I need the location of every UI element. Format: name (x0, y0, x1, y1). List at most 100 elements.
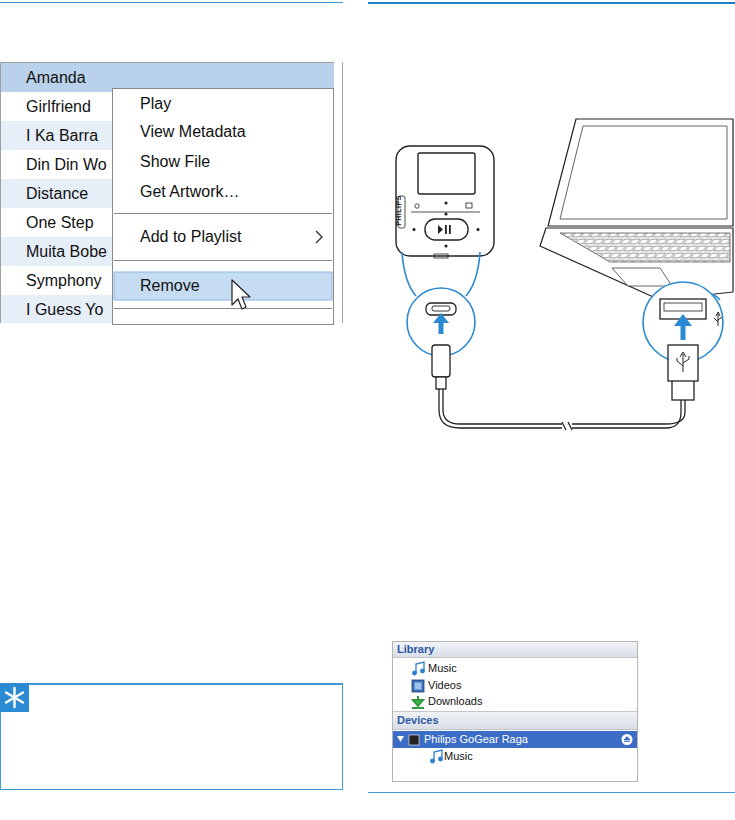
song-list-screenshot: AmandaGirlfriend I Ka BarraDin Din Wo Dist… (0, 62, 343, 323)
library-panel-part (393, 731, 637, 748)
usb-cable-part (562, 422, 572, 430)
song-list-screenshot-text: Amanda (26, 68, 86, 87)
context-menu-text: Play (140, 94, 171, 113)
rule-lines-part (0, 2, 343, 3)
library-panel-part (393, 712, 637, 729)
context-menu-text: Show File (140, 152, 210, 171)
zoom-device-port (402, 252, 480, 356)
song-list-screenshot-text: Distance (26, 184, 88, 203)
brand-label: PHILIPS (394, 195, 403, 226)
context-menu-part (114, 260, 332, 261)
context-menu-part (113, 89, 334, 325)
zoom-device-port-part (432, 306, 450, 311)
library-panel-text: Downloads (428, 695, 482, 708)
song-list-screenshot-text: I Ka Barra (26, 126, 98, 145)
library-icons (397, 662, 633, 763)
library-panel-part (393, 711, 637, 712)
context-menu-part (334, 62, 343, 323)
song-list-rows-part (1, 63, 342, 92)
context-menu-text: Get Artwork… (140, 182, 240, 201)
rule-lines-part (368, 2, 735, 4)
context-menu-part (342, 62, 343, 323)
laptop-part (612, 268, 672, 286)
laptop-part (560, 233, 730, 262)
usb-cable-part-part (680, 352, 686, 357)
usb-cable-part (677, 352, 689, 372)
library-icons-part (412, 680, 424, 692)
song-list-screenshot-text: One Step (26, 213, 94, 232)
zoom-laptop-port-part (681, 324, 686, 340)
tip-box-part (0, 683, 29, 712)
player-device (396, 146, 494, 258)
library-icons-part-part (413, 671, 417, 675)
usb-cable-part (443, 389, 562, 424)
library-panel-text: Videos (428, 679, 461, 692)
player-device-part (445, 245, 447, 247)
library-icons-part (413, 696, 423, 706)
library-panel-text: Music (428, 662, 457, 675)
tip-box-part-part (6, 693, 23, 703)
zoom-laptop-port-part-part (716, 312, 720, 316)
library-panel-part (393, 729, 637, 730)
tip-box-part-part (6, 693, 23, 703)
library-panel-text: Devices (397, 714, 439, 727)
zoom-device-port-part (402, 252, 416, 296)
player-device-part (445, 225, 447, 234)
song-list-screenshot-text: I Guess Yo (26, 300, 103, 319)
song-list-screenshot-text: Din Din Wo (26, 155, 107, 174)
library-panel: LibraryMusicVideosDownloadsDevicesPhilip… (392, 641, 638, 782)
context-menu-part (114, 213, 332, 214)
usb-cable-part-part (683, 356, 689, 363)
player-device-part (434, 254, 448, 258)
player-device-part (396, 146, 494, 256)
library-icons-part-part (431, 759, 435, 763)
zoom-laptop-port-part (714, 312, 722, 326)
player-device-part (438, 225, 443, 234)
laptop (540, 119, 733, 300)
player-device-part (445, 202, 447, 204)
song-list-screenshot-text: Symphony (26, 271, 102, 290)
context-menu-text: View Metadata (140, 122, 246, 141)
player-device-part (415, 204, 419, 208)
usb-cable-part (572, 400, 685, 424)
library-icons-part (624, 737, 630, 742)
library-panel-text: Library (397, 643, 434, 656)
player-device-part (449, 225, 451, 234)
zoom-laptop-port-part (674, 314, 692, 326)
library-icons-part (409, 735, 419, 745)
usb-cable-part-part (677, 358, 683, 366)
library-panel-part (393, 642, 637, 657)
player-device-part (425, 219, 468, 240)
player-device-part (418, 153, 475, 194)
player-device-part (445, 213, 447, 215)
library-icons-part (622, 734, 633, 745)
library-panel-part (393, 642, 638, 782)
zoom-device-port-part (439, 322, 444, 334)
zoom-laptop-port-part (664, 303, 702, 311)
context-menu (113, 62, 344, 325)
rule-lines (0, 3, 735, 793)
context-menu-part (316, 231, 322, 243)
zoom-laptop-port-part-part (718, 317, 722, 320)
usb-cable-part (672, 380, 694, 400)
tip-box-part (0, 683, 343, 685)
context-menu-part (114, 308, 332, 309)
laptop-part (548, 119, 733, 226)
tip-box-part (6, 688, 23, 707)
library-icons-part (397, 736, 404, 742)
library-icons-part-part (421, 669, 425, 673)
laptop-part (560, 126, 727, 219)
library-panel (393, 642, 638, 782)
library-icons-part (413, 662, 443, 763)
usb-cable-part (668, 345, 698, 381)
player-device-part (413, 229, 415, 231)
player-device-part (411, 212, 480, 213)
library-panel-text: Music (444, 750, 473, 763)
rule-lines-part (368, 792, 735, 793)
song-list-screenshot-text: Girlfriend (26, 97, 91, 116)
zoom-device-port-part (433, 313, 449, 323)
library-icons-part (415, 683, 422, 690)
zoom-device-port-part (466, 252, 480, 296)
tip-box-part (1, 684, 343, 790)
